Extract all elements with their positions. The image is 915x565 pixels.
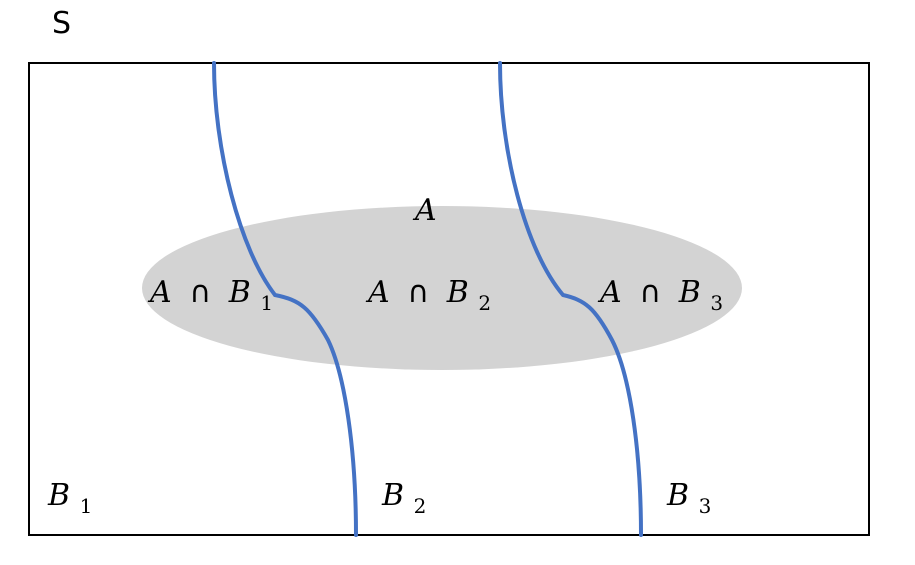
partition-b2-name: B (381, 478, 404, 513)
intersection-a-b2-operator: ∩ (407, 275, 429, 310)
intersection-a-b2-partition: B (446, 275, 469, 310)
intersection-a-b3-operator: ∩ (639, 275, 661, 310)
event-a-label: A (412, 193, 437, 228)
partition-b2-label: B 2 (381, 478, 426, 518)
sample-space-label: S (52, 6, 71, 41)
intersection-a-b2-subscript: 2 (478, 291, 491, 315)
partition-b2-subscript: 2 (414, 494, 427, 518)
intersection-a-b1-subscript: 1 (260, 291, 273, 315)
intersection-a-b2-label: A ∩ B 2 (365, 275, 491, 315)
partition-boundary-1 (212, 61, 358, 537)
intersection-a-b1-event: A (147, 275, 172, 310)
intersection-a-b3-event: A (597, 275, 622, 310)
partition-b3-label: B 3 (666, 478, 711, 518)
partition-b1-subscript: 1 (80, 494, 93, 518)
partition-b1-label: B 1 (47, 478, 92, 518)
intersection-a-b1-label: A ∩ B 1 (147, 275, 273, 315)
partition-b3-subscript: 3 (699, 494, 712, 518)
intersection-a-b1-operator: ∩ (189, 275, 211, 310)
partition-b1-name: B (47, 478, 70, 513)
intersection-a-b1-partition: B (228, 275, 251, 310)
intersection-a-b2-event: A (365, 275, 390, 310)
partition-boundary-2 (498, 61, 643, 537)
intersection-a-b3-subscript: 3 (710, 291, 723, 315)
sample-space-rect (28, 62, 870, 536)
intersection-a-b3-label: A ∩ B 3 (597, 275, 723, 315)
intersection-a-b3-partition: B (678, 275, 701, 310)
event-a-ellipse (142, 206, 742, 370)
partition-b3-name: B (666, 478, 689, 513)
